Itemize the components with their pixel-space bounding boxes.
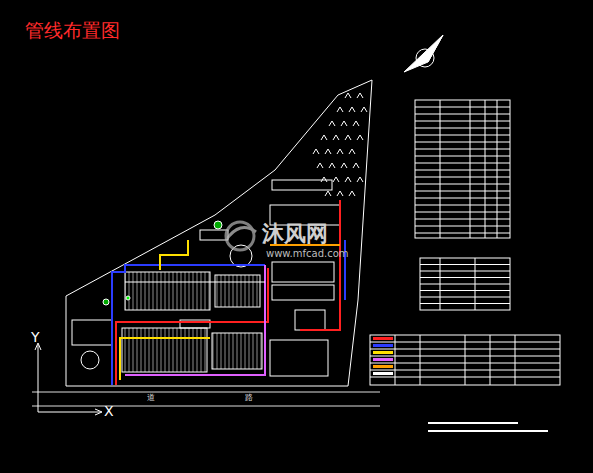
table-grid (370, 100, 560, 385)
legend-line-sample (373, 351, 393, 354)
legend-line-sample (373, 358, 393, 361)
table-line (415, 212, 510, 213)
tree-symbol (349, 107, 355, 112)
table-line (420, 264, 510, 265)
table-line (415, 219, 510, 220)
table-line (465, 335, 466, 385)
table-line (415, 149, 510, 150)
table-line (440, 100, 441, 238)
table-line (415, 191, 510, 192)
watermark-logo (226, 222, 256, 250)
tree-symbol (353, 163, 359, 168)
table-line (395, 335, 396, 385)
tree-symbol (357, 177, 363, 182)
tree-symbol (313, 149, 319, 154)
pipeline (112, 200, 345, 385)
road-label: 道 (147, 394, 155, 403)
table-line (440, 258, 441, 310)
site-boundary (66, 80, 372, 386)
table-line (415, 128, 510, 129)
table-line (485, 100, 486, 238)
tree-symbol (357, 93, 363, 98)
table-line (420, 277, 510, 278)
axis-label: X (104, 404, 114, 419)
tree-symbol (325, 191, 331, 196)
road (32, 392, 380, 406)
tree-symbol (349, 149, 355, 154)
axis-label: Y (31, 330, 40, 345)
table-line (415, 205, 510, 206)
tree-symbol (333, 177, 339, 182)
tree-symbol (337, 191, 343, 196)
table-line (415, 233, 510, 234)
title: 管线布置图 (25, 20, 120, 41)
tree-symbol (357, 135, 363, 140)
table-line (415, 135, 510, 136)
axis (35, 343, 102, 415)
legend-line-sample (373, 337, 393, 340)
table-line (470, 100, 471, 238)
tree-symbol (329, 121, 335, 126)
table-line (420, 271, 510, 272)
notes (428, 422, 548, 432)
table-line (415, 156, 510, 157)
tree-symbols (313, 93, 367, 196)
tree-symbol (337, 107, 343, 112)
north-arrow (404, 35, 443, 72)
watermark: 沐风网 (262, 222, 328, 246)
tree-symbol (361, 107, 367, 112)
tree-symbol (345, 177, 351, 182)
table-line (415, 114, 510, 115)
table-line (515, 335, 516, 385)
tree-symbol (349, 191, 355, 196)
table-line (420, 297, 510, 298)
tree-symbol (317, 163, 323, 168)
table-line (420, 284, 510, 285)
tree-symbol (329, 163, 335, 168)
tree-symbol (321, 135, 327, 140)
table-line (420, 290, 510, 291)
table-line (490, 335, 491, 385)
table-line (415, 177, 510, 178)
table-line (475, 258, 476, 310)
table-line (420, 303, 510, 304)
table-line (415, 170, 510, 171)
watermark-url: www.mfcad.com (266, 248, 349, 259)
table-line (415, 142, 510, 143)
table-line (415, 226, 510, 227)
table-line (415, 184, 510, 185)
tree-symbol (337, 149, 343, 154)
table-line (415, 163, 510, 164)
road-label: 路 (245, 394, 253, 403)
tree-symbol (341, 163, 347, 168)
tree-symbol (321, 177, 327, 182)
table-line (415, 198, 510, 199)
tree-symbol (333, 135, 339, 140)
tree-symbol (341, 121, 347, 126)
tree-symbol (345, 135, 351, 140)
legend-line-sample (373, 344, 393, 347)
legend-line-sample (373, 365, 393, 368)
table-line (420, 335, 421, 385)
tree-symbol (353, 121, 359, 126)
table-line (415, 121, 510, 122)
tree-symbol (325, 149, 331, 154)
legend-line-sample (373, 372, 393, 375)
tree-symbol (345, 93, 351, 98)
table-line (497, 100, 498, 238)
table-line (415, 107, 510, 108)
